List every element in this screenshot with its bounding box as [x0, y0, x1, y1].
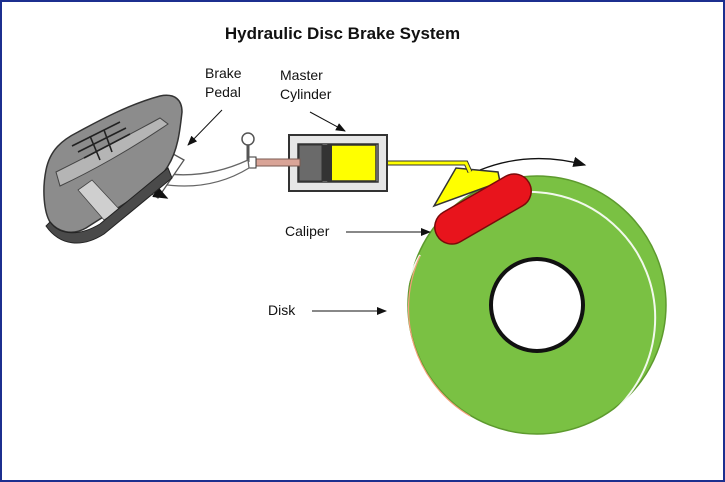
disk-label: Disk [268, 302, 296, 318]
master-cylinder-label-line1: Master [280, 67, 323, 83]
push-rod [253, 158, 301, 167]
pedal-pivot [241, 132, 255, 146]
caliper-piston-housing [432, 167, 501, 208]
caliper [432, 167, 532, 245]
brake-disk [402, 175, 667, 445]
rotation-arrow [479, 156, 587, 171]
brake-pedal-label: Brake Pedal [205, 64, 242, 102]
master-cylinder-label: Master Cylinder [280, 66, 331, 104]
disk-hub-hole [489, 257, 585, 353]
caliper-body [434, 173, 532, 245]
piston-seal [322, 145, 332, 181]
brake-pedal-label-line1: Brake [205, 65, 242, 81]
hydraulic-line [376, 161, 472, 173]
hydraulic-fluid [327, 144, 377, 182]
master-cylinder-pointer [309, 111, 346, 132]
shoe-icon [43, 94, 183, 244]
brake-pedal-pointer [187, 109, 223, 146]
caliper-label: Caliper [285, 223, 330, 239]
master-cylinder [288, 134, 388, 192]
cylinder-piston [298, 144, 323, 182]
diagram-title: Hydraulic Disc Brake System [224, 24, 461, 43]
brake-pedal-label-line2: Pedal [205, 84, 241, 100]
master-cylinder-label-line2: Cylinder [280, 86, 332, 102]
